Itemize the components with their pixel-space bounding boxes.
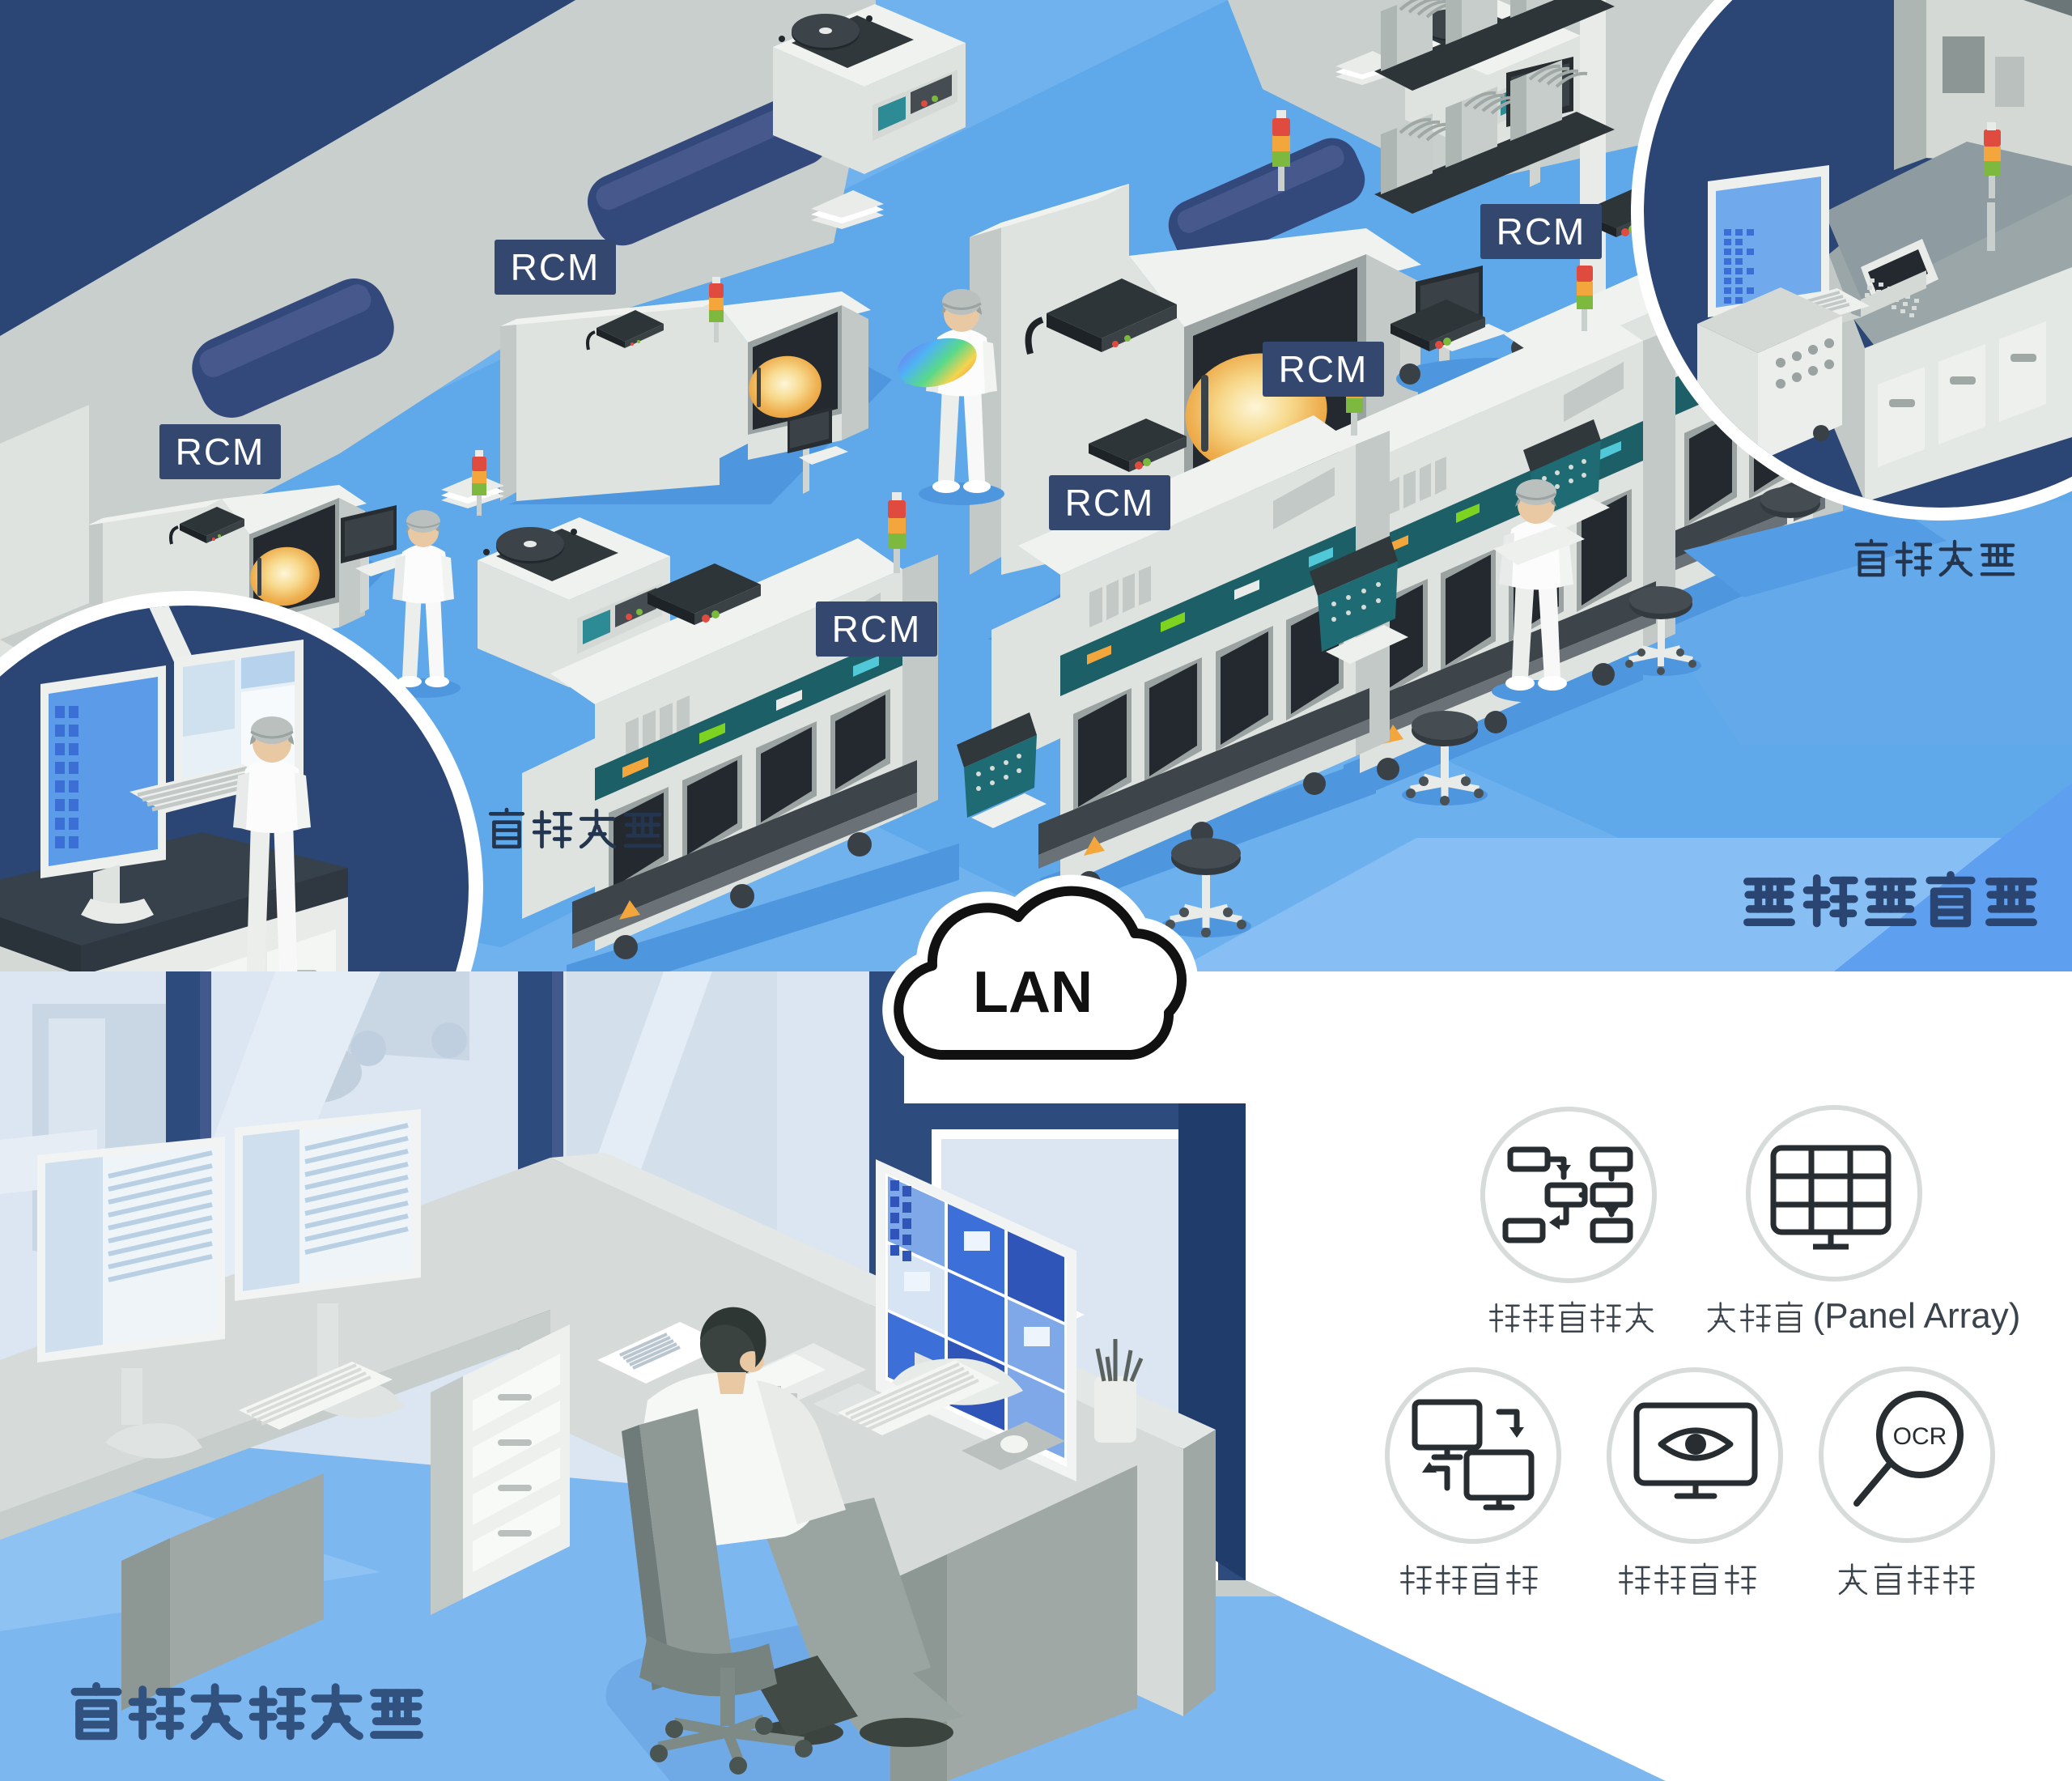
svg-text:RCM: RCM [832, 608, 922, 650]
svg-text:LAN: LAN [973, 960, 1093, 1025]
svg-text:RCM: RCM [176, 431, 265, 473]
svg-text:RCM: RCM [1497, 210, 1586, 253]
svg-text:RCM: RCM [511, 246, 601, 288]
svg-text:RCM: RCM [1279, 348, 1369, 390]
svg-text:RCM: RCM [1065, 482, 1155, 524]
svg-text:OCR: OCR [1893, 1423, 1947, 1450]
svg-text:(Panel Array): (Panel Array) [1813, 1296, 2021, 1336]
